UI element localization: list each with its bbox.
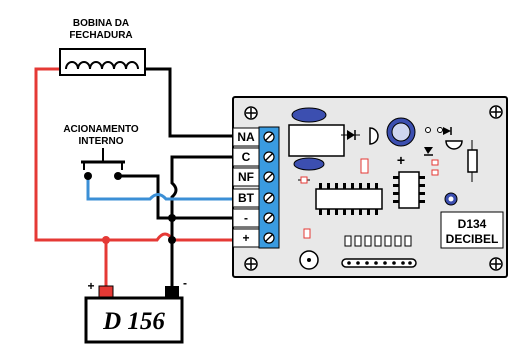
small-capacitor-icon [300, 176, 308, 184]
push-button-icon [81, 148, 125, 170]
terminal-minus-label: - [244, 211, 248, 225]
switch-label-line2: INTERNO [79, 136, 124, 147]
terminal-screw-icon [263, 232, 275, 244]
mount-hole-icon [489, 105, 503, 119]
resistor-icon [467, 149, 478, 173]
pad-icon [425, 127, 431, 133]
relay [288, 124, 345, 157]
terminal-screw-icon [263, 192, 275, 204]
small-capacitor-icon [431, 159, 439, 166]
terminal-na-label: NA [237, 130, 255, 144]
coil-to-na-wire [145, 67, 234, 138]
resistor-array [341, 235, 417, 268]
diode-icon [443, 127, 452, 135]
terminal-screw-icon [263, 151, 275, 163]
dip-ic [315, 183, 383, 215]
c-to-negative-wire [170, 155, 234, 288]
junction-dot [102, 236, 110, 244]
capacitor-plus-mark: + [397, 152, 405, 168]
terminal-c-label: C [242, 150, 251, 164]
transistor-icon [369, 127, 379, 145]
power-supply-label: D 156 [102, 308, 165, 335]
terminal-screw-icon [263, 212, 275, 224]
terminal-block [258, 126, 280, 249]
terminal-labels: NA C NF BT - + [232, 127, 260, 248]
supply-plus-sign: + [87, 279, 94, 293]
mount-hole-icon [244, 106, 258, 120]
terminal-screw-icon [263, 171, 275, 183]
supply-plus-terminal [98, 285, 114, 299]
coil-winding-icon [65, 61, 139, 70]
mount-hole-icon [244, 257, 258, 271]
blue-capacitor [293, 157, 325, 171]
small-ic [393, 171, 425, 209]
switch-to-bt-wire [86, 176, 234, 201]
junction-dot [114, 172, 122, 180]
transistor-icon [445, 140, 463, 150]
switch-label-line1: ACIONAMENTO [63, 124, 139, 135]
coil-label-line2: FECHADURA [69, 30, 132, 41]
buzzer-center [307, 258, 311, 262]
positive-wire [34, 67, 234, 242]
resistor-icon [360, 158, 369, 174]
switch-to-negative-wire [118, 174, 172, 220]
supply-minus-terminal [165, 286, 179, 298]
trimmer-center [448, 196, 454, 202]
capacitor-top [391, 122, 411, 142]
model-label-box [440, 211, 504, 249]
junction-dot [168, 236, 176, 244]
junction-dot [84, 172, 92, 180]
terminal-nf-label: NF [238, 170, 254, 184]
mount-hole-icon [489, 257, 503, 271]
blue-capacitor [291, 107, 327, 123]
small-capacitor-icon [431, 169, 439, 176]
small-capacitor-icon [303, 228, 311, 239]
junction-dot [168, 214, 176, 222]
pad-icon [437, 127, 443, 133]
terminal-bt-label: BT [238, 191, 255, 205]
supply-minus-sign: - [183, 276, 187, 290]
model-label-line2: DECIBEL [446, 232, 499, 246]
terminal-screw-icon [263, 131, 275, 143]
power-supply-box [84, 296, 184, 344]
led-icon [341, 130, 360, 140]
terminal-plus-label: + [242, 231, 249, 245]
model-label-line1: D134 [458, 217, 487, 231]
diode-icon [424, 147, 433, 156]
coil-label-line1: BOBINA DA [73, 18, 129, 29]
